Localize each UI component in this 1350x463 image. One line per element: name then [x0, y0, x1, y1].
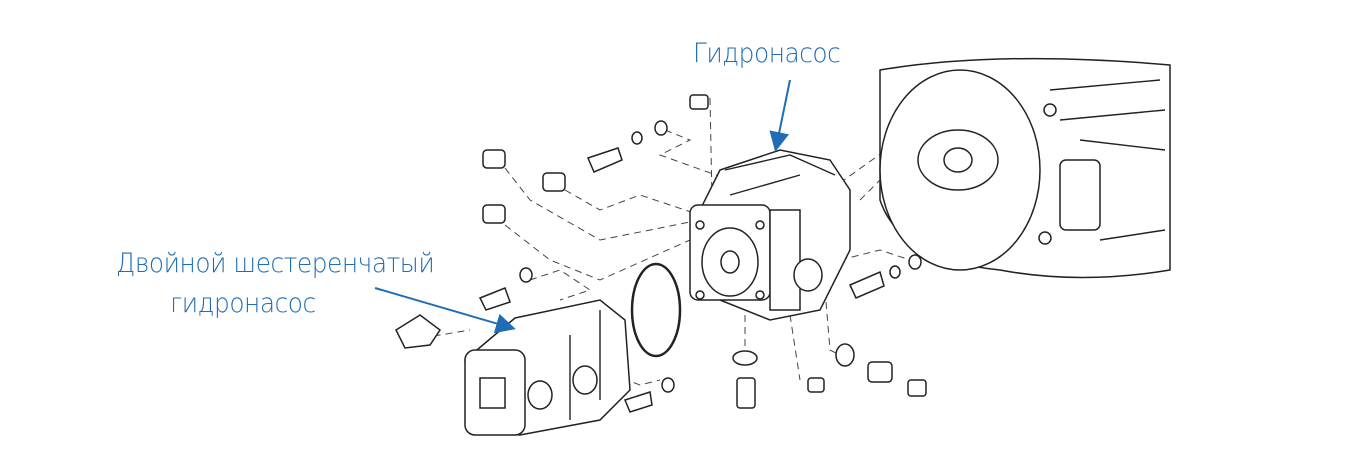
- main-hydraulic-pump: [689, 149, 851, 321]
- fittings: [395, 94, 927, 413]
- main-pump-arrow: [769, 79, 791, 152]
- gear-pump-arrow: [374, 287, 516, 334]
- gear-pump-label-line2: гидронасос: [170, 288, 316, 319]
- gear-pump-label-line1: Двойной шестеренчатый: [116, 248, 435, 279]
- o-ring: [630, 262, 682, 358]
- main-pump-label: Гидронасос: [693, 38, 841, 69]
- double-gear-pump: [464, 299, 631, 436]
- flywheel-housing: [879, 57, 1171, 279]
